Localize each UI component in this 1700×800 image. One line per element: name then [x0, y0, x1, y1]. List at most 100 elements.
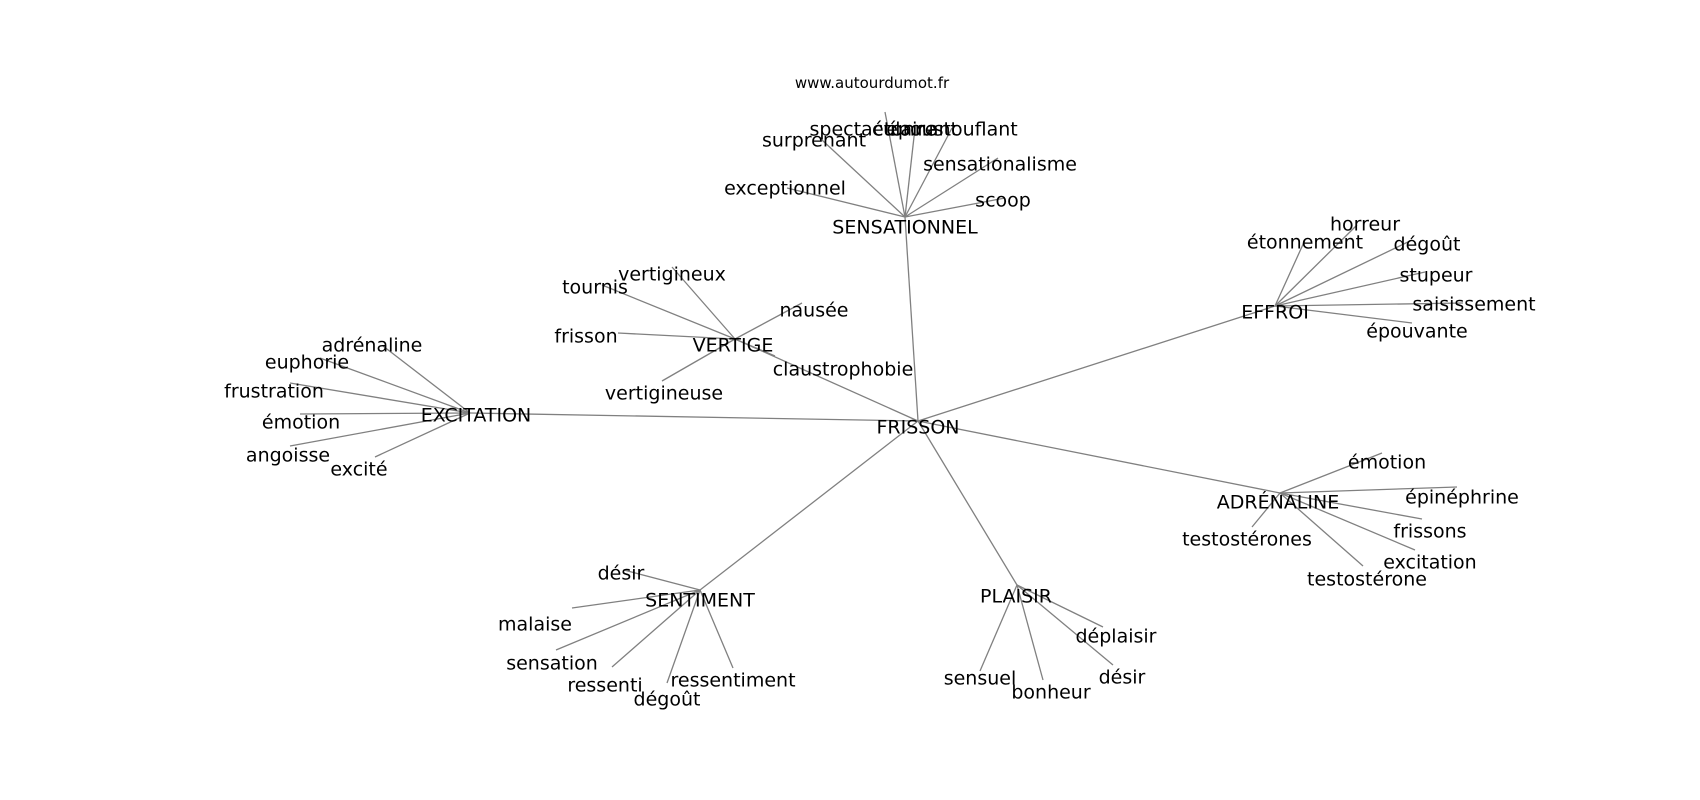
- edge-hub-to-leaf: [904, 127, 916, 218]
- edge-hub-to-leaf: [1251, 492, 1281, 528]
- edge-hub-to-leaf: [661, 338, 736, 382]
- edge-hub-to-leaf: [1274, 271, 1426, 307]
- edge-hub-to-leaf: [623, 569, 701, 591]
- edge-hub-to-leaf: [1274, 305, 1413, 324]
- edge-hub-to-leaf: [1016, 584, 1114, 666]
- edge-hub-to-leaf: [617, 332, 736, 340]
- leaf-word-label: épouvante: [1366, 321, 1468, 343]
- edge-center-to-hub: [917, 420, 1281, 494]
- edge-center-to-hub: [699, 420, 919, 591]
- leaf-word-label: vertigineuse: [605, 383, 723, 405]
- hub-word-label: EXCITATION: [421, 405, 532, 427]
- leaf-word-label: malaise: [498, 614, 572, 636]
- leaf-word-label: euphorie: [265, 352, 349, 374]
- leaf-word-label: sensuel: [944, 668, 1017, 690]
- edge-hub-to-leaf: [1016, 584, 1104, 628]
- hub-word-label: PLAISIR: [980, 586, 1052, 608]
- leaf-word-label: stupeur: [1400, 265, 1473, 287]
- edge-hub-to-leaf: [289, 382, 471, 414]
- leaf-word-label: exceptionnel: [724, 178, 846, 200]
- leaf-word-label: frustration: [224, 381, 324, 403]
- hub-word-label: VERTIGE: [693, 335, 774, 357]
- leaf-word-label: vertigineux: [618, 264, 726, 286]
- edge-hub-to-leaf: [904, 197, 1006, 218]
- leaf-word-label: frissons: [1393, 521, 1466, 543]
- edge-hub-to-leaf: [611, 589, 701, 668]
- leaf-word-label: adrénaline: [322, 335, 423, 357]
- center-word-label: FRISSON: [876, 417, 959, 439]
- leaf-word-label: scoop: [975, 190, 1031, 212]
- leaf-word-label: tournis: [562, 277, 628, 299]
- edge-hub-to-leaf: [699, 589, 734, 669]
- edge-hub-to-leaf: [734, 302, 803, 340]
- leaf-word-label: sensationalisme: [923, 154, 1077, 176]
- edge-hub-to-leaf: [666, 589, 701, 684]
- leaf-word-label: épinéphrine: [1405, 487, 1519, 509]
- leaf-word-label: saisissement: [1412, 294, 1535, 316]
- edge-center-to-hub: [469, 412, 919, 422]
- leaf-word-label: déplaisir: [1075, 626, 1156, 648]
- edge-hub-to-leaf: [734, 338, 776, 357]
- leaf-word-label: ressentiment: [670, 670, 795, 692]
- hub-word-label: SENTIMENT: [645, 590, 755, 612]
- edge-hub-to-leaf: [1016, 584, 1044, 681]
- leaf-word-label: surprenant: [762, 130, 866, 152]
- leaf-word-label: ressenti: [567, 675, 642, 697]
- edge-hub-to-leaf: [904, 127, 953, 218]
- edge-hub-to-leaf: [1279, 492, 1416, 551]
- leaf-word-label: horreur: [1330, 214, 1400, 236]
- edge-hub-to-leaf: [571, 589, 701, 609]
- edge-hub-to-leaf: [1279, 452, 1383, 494]
- leaf-word-label: étonnement: [1247, 232, 1363, 254]
- leaf-word-label: dégoût: [634, 689, 701, 711]
- edge-hub-to-leaf: [1279, 492, 1364, 567]
- edge-hub-to-leaf: [555, 589, 701, 651]
- hub-word-label: ADRÉNALINE: [1217, 491, 1339, 514]
- leaf-word-label: spectaculaire: [810, 119, 937, 141]
- leaf-word-label: excité: [330, 459, 387, 481]
- leaf-word-label: bonheur: [1011, 682, 1091, 704]
- edge-center-to-hub: [904, 216, 919, 422]
- leaf-word-label: frisson: [554, 326, 617, 348]
- leaf-word-label: claustrophobie: [773, 359, 914, 381]
- hub-word-label: EFFROI: [1241, 302, 1309, 324]
- edge-hub-to-leaf: [821, 139, 906, 218]
- edge-hub-to-leaf: [786, 187, 906, 218]
- edge-hub-to-leaf: [979, 584, 1018, 672]
- edge-hub-to-leaf: [601, 284, 736, 340]
- leaf-word-label: émotion: [1348, 452, 1426, 474]
- leaf-word-label: émotion: [262, 412, 340, 434]
- edge-hub-to-leaf: [904, 157, 999, 218]
- leaf-word-label: angoisse: [246, 445, 330, 467]
- leaf-word-label: désir: [1099, 667, 1146, 689]
- leaf-word-label: étonnant: [872, 119, 958, 141]
- edge-hub-to-leaf: [1274, 239, 1306, 307]
- edge-hub-to-leaf: [1274, 302, 1464, 307]
- edge-center-to-hub: [917, 305, 1276, 422]
- edge-hub-to-leaf: [1279, 492, 1423, 520]
- graph-labels: www.autourdumot.fr spectaculaireépoustou…: [224, 74, 1535, 711]
- leaf-word-label: testostérone: [1307, 569, 1427, 591]
- leaf-word-label: testostérones: [1182, 529, 1312, 551]
- edge-hub-to-leaf: [1279, 486, 1458, 494]
- edge-center-to-hub: [917, 420, 1018, 586]
- source-label: www.autourdumot.fr: [795, 74, 950, 92]
- leaf-word-label: époustouflant: [886, 119, 1018, 141]
- edge-hub-to-leaf: [1274, 239, 1413, 307]
- graph-edges: [289, 111, 1464, 684]
- edge-hub-to-leaf: [671, 266, 736, 340]
- hub-word-label: SENSATIONNEL: [832, 217, 978, 239]
- edge-hub-to-leaf: [1274, 224, 1358, 307]
- leaf-word-label: excitation: [1383, 552, 1476, 574]
- leaf-word-label: sensation: [506, 653, 598, 675]
- leaf-word-label: nausée: [779, 300, 848, 322]
- edge-hub-to-leaf: [289, 412, 471, 447]
- edge-hub-to-leaf: [319, 357, 471, 414]
- edge-hub-to-leaf: [299, 412, 471, 415]
- leaf-word-label: désir: [598, 563, 645, 585]
- edge-hub-to-leaf: [884, 111, 906, 218]
- edge-hub-to-leaf: [382, 345, 471, 414]
- edge-hub-to-leaf: [374, 412, 471, 458]
- leaf-word-label: dégoût: [1394, 234, 1461, 256]
